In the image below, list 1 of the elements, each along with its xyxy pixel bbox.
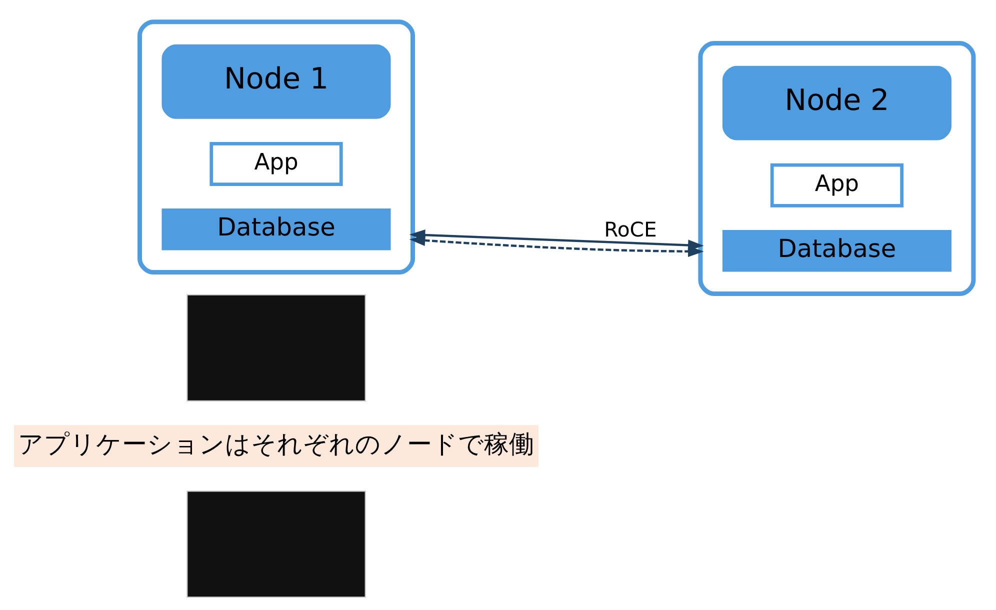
edge-label: RoCE: [604, 218, 656, 242]
